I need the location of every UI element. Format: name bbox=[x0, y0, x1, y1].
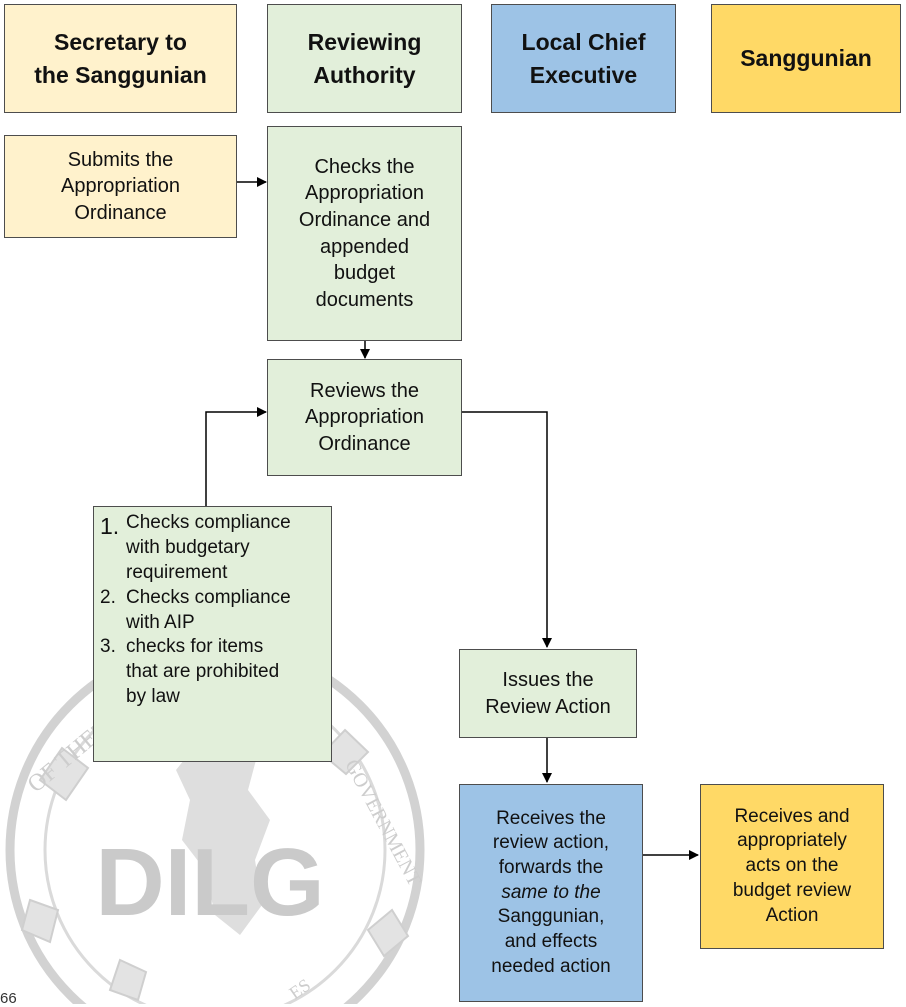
step-sanggunian-acts: Receives and appropriately acts on the b… bbox=[700, 784, 884, 949]
lane-header-secretary: Secretary to the Sanggunian bbox=[4, 4, 237, 113]
step-check-documents: Checks the Appropriation Ordinance and a… bbox=[267, 126, 462, 341]
seal-logo-text: DILG bbox=[95, 829, 324, 936]
criteria-item: 3. checks for items that are prohibited … bbox=[100, 635, 279, 710]
lane-header-line: Secretary to bbox=[54, 29, 187, 56]
step-text: Ordinance and bbox=[298, 208, 431, 231]
lane-header-reviewing-authority: Reviewing Authority bbox=[267, 4, 462, 113]
step-text: Checks the bbox=[314, 155, 415, 178]
page-number: 66 bbox=[0, 990, 17, 1007]
criteria-item: 2. Checks compliance with AIP bbox=[100, 586, 291, 636]
criteria-text: requirement bbox=[126, 561, 228, 583]
step-text: appropriately bbox=[737, 830, 847, 852]
step-text: Appropriation bbox=[305, 182, 424, 205]
lane-header-local-chief-executive: Local Chief Executive bbox=[491, 4, 676, 113]
step-submit-ordinance: Submits the Appropriation Ordinance bbox=[4, 135, 237, 238]
criteria-text: by law bbox=[126, 686, 180, 708]
criteria-text: Checks compliance bbox=[126, 586, 291, 608]
step-text: Receives the bbox=[496, 807, 606, 829]
lane-header-line: the Sanggunian bbox=[34, 61, 207, 88]
step-text: and effects bbox=[504, 931, 598, 953]
step-text: review action, bbox=[492, 832, 610, 854]
step-text: Review Action bbox=[485, 695, 611, 718]
step-text: Issues the bbox=[502, 668, 594, 691]
criteria-text: with budgetary bbox=[126, 536, 250, 558]
arrow-criteria-to-review bbox=[205, 407, 267, 506]
step-text: acts on the bbox=[745, 855, 839, 877]
philippines-map-icon bbox=[176, 722, 270, 935]
criteria-text: checks for items bbox=[126, 636, 264, 658]
arrow-review-to-issue bbox=[462, 411, 552, 648]
step-text: Reviews the bbox=[310, 379, 419, 402]
criteria-number: 3. bbox=[100, 636, 116, 658]
step-text: Submits the bbox=[67, 148, 174, 171]
criteria-text: Checks compliance bbox=[126, 512, 291, 533]
step-text: budget bbox=[333, 262, 396, 285]
step-text: Appropriation bbox=[305, 406, 424, 429]
lane-header-line: Sanggunian bbox=[740, 45, 872, 72]
step-review-ordinance: Reviews the Appropriation Ordinance bbox=[267, 359, 462, 476]
step-text: documents bbox=[315, 288, 414, 311]
step-text: Receives and bbox=[734, 805, 850, 827]
step-text: Ordinance bbox=[318, 432, 411, 455]
review-criteria-list: 1. Checks compliance with budgetary requ… bbox=[93, 506, 332, 762]
step-text: Sanggunian, bbox=[497, 906, 605, 928]
lane-header-line: Local Chief bbox=[521, 29, 646, 56]
criteria-text: with AIP bbox=[126, 611, 195, 633]
step-issue-review-action: Issues the Review Action bbox=[459, 649, 637, 738]
step-text: forwards the bbox=[498, 856, 604, 878]
lane-header-line: Authority bbox=[313, 61, 416, 88]
step-text: Ordinance bbox=[74, 201, 167, 224]
criteria-number: 1. bbox=[100, 513, 120, 539]
lane-header-sanggunian: Sanggunian bbox=[711, 4, 901, 113]
lane-header-line: Reviewing bbox=[307, 29, 422, 56]
criteria-text: that are prohibited bbox=[126, 661, 280, 683]
criteria-item: 1. Checks compliance with budgetary requ… bbox=[100, 511, 291, 586]
step-text: Action bbox=[765, 904, 819, 926]
step-lce-receive-forward: Receives the review action, forwards the… bbox=[459, 784, 643, 1002]
step-text: budget review bbox=[732, 879, 852, 901]
step-text: needed action bbox=[491, 955, 611, 977]
step-text-emphasis: same to the bbox=[501, 881, 601, 903]
lane-header-line: Executive bbox=[529, 61, 638, 88]
step-text: appended bbox=[320, 235, 409, 258]
criteria-number: 2. bbox=[100, 586, 116, 608]
step-text: Appropriation bbox=[61, 175, 180, 198]
